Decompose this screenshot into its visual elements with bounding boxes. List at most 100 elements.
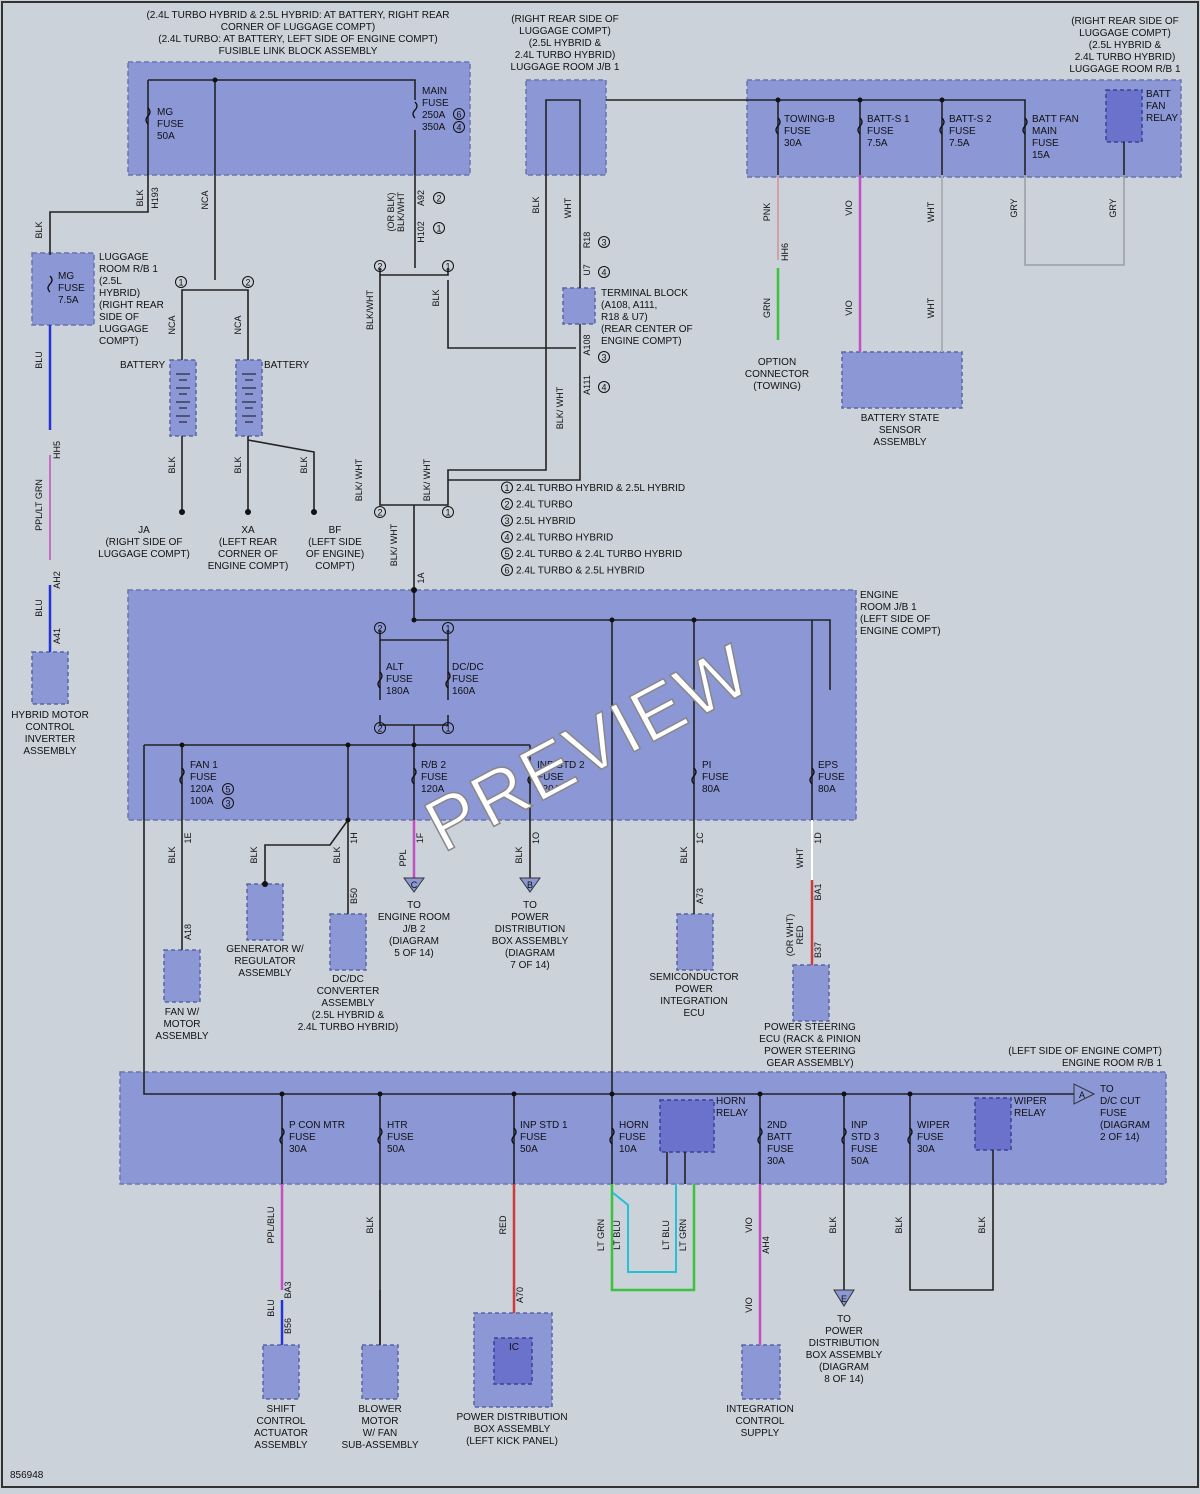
label-line: (LEFT SIDE OF ENGINE COMPT) xyxy=(1008,1046,1162,1057)
wire_labels-blk-wire-label: BLK xyxy=(365,1216,375,1233)
label-line: R/B 2 xyxy=(421,760,446,771)
label-line: FUSE xyxy=(387,1132,414,1143)
label-line: (2.5L HYBRID & xyxy=(529,38,602,49)
label-line: 180A xyxy=(386,686,410,697)
wire_labels-pnk-wire-label: PNK xyxy=(762,203,772,222)
label-line: BOX ASSEMBLY xyxy=(474,1424,551,1435)
label-line: (2.5L HYBRID & xyxy=(312,1010,385,1021)
variant-marker xyxy=(374,260,386,272)
label-line: SHIFT xyxy=(267,1404,296,1415)
connectors-ba3-wire-label: BA3 xyxy=(283,1281,293,1298)
ic-text: IC xyxy=(509,1342,519,1353)
label-line: ECU xyxy=(683,1008,704,1019)
legend-item: 2.5L HYBRID xyxy=(516,516,576,527)
label-line: BATT xyxy=(767,1132,792,1143)
connectors-d1-wire-label: 1D xyxy=(813,832,823,844)
label-line: 30A xyxy=(784,138,802,149)
variant-number: 3 xyxy=(225,799,230,809)
variant-number: 1 xyxy=(504,483,509,493)
label-line: D/C CUT xyxy=(1100,1096,1141,1107)
label-line: FUSE xyxy=(1100,1108,1127,1119)
label-line: 10A xyxy=(619,1144,637,1155)
connectors-a1-wire-label: 1A xyxy=(416,572,426,583)
wire_labels-blk-wire-label: BLK xyxy=(828,1216,838,1233)
off-page-arrows xyxy=(403,877,1096,1307)
wire_labels-ltblu-wire-label: LT BLU xyxy=(661,1220,671,1250)
variant-number: 5 xyxy=(504,549,509,559)
label-line: LUGGAGE xyxy=(99,324,149,335)
label-line: CONNECTOR xyxy=(745,369,809,380)
dcdc-converter xyxy=(329,913,367,971)
label-line: FAN xyxy=(1146,101,1165,112)
wire_labels-nca-wire-label: NCA xyxy=(167,315,177,334)
variant-number: 4 xyxy=(456,123,461,133)
label-line: POWER STEERING xyxy=(764,1046,856,1057)
label-line: RELAY xyxy=(1146,113,1178,124)
wire_labels-blk-wire-label: BLK xyxy=(332,846,342,863)
wire_labels-wht-wire-label: WHT xyxy=(926,297,936,318)
label-line: (2.4L TURBO: AT BATTERY, LEFT SIDE OF EN… xyxy=(158,34,438,45)
label-line: FUSE xyxy=(386,674,413,685)
label-line: WIPER xyxy=(917,1120,950,1131)
variant-number: 2 xyxy=(504,500,509,510)
label-line: FAN 1 xyxy=(190,760,218,771)
variant-marker xyxy=(501,547,513,560)
label-line: ASSEMBLY xyxy=(254,1440,307,1451)
label-line: HTR xyxy=(387,1120,408,1131)
label-line: POWER xyxy=(825,1326,863,1337)
connectors-u7-wire-label: U7 xyxy=(582,264,592,276)
label-line: 250A xyxy=(422,110,446,121)
label-line: 2ND xyxy=(767,1120,787,1131)
wire_labels-red-wire-label: RED xyxy=(498,1215,508,1235)
label-line: HORN xyxy=(619,1120,648,1131)
blower-motor xyxy=(361,1344,399,1400)
label-line: BATT-S 1 xyxy=(867,114,910,125)
connectors-a73-wire-label: A73 xyxy=(695,888,705,904)
wire_labels-blu-wire-label: BLU xyxy=(34,599,44,617)
label-line: COMPT) xyxy=(315,561,354,572)
fusible-link-block-title: (2.4L TURBO HYBRID & 2.5L HYBRID: AT BAT… xyxy=(146,10,449,57)
label-line: 50A xyxy=(157,131,175,142)
label-line: OF ENGINE) xyxy=(306,549,364,560)
label-line: DISTRIBUTION xyxy=(495,924,566,935)
label-line: MAIN xyxy=(1032,126,1057,137)
label-line: ECU (RACK & PINION xyxy=(759,1034,861,1045)
label-line: INTEGRATION xyxy=(726,1404,794,1415)
wire_labels-blk-wire-label: BLK xyxy=(167,846,177,863)
label-line: 120A xyxy=(537,784,561,795)
connectors-hh5-wire-label: HH5 xyxy=(52,441,62,459)
label-line: BF xyxy=(329,525,342,536)
wire_labels-nca-wire-label: NCA xyxy=(200,190,210,209)
label-line: 30A xyxy=(767,1156,785,1167)
legend-item: 2.4L TURBO & 2.4L TURBO HYBRID xyxy=(516,549,682,560)
label-line: BATTERY STATE xyxy=(861,413,940,424)
variant-number: 2 xyxy=(436,194,441,204)
label-line: (REAR CENTER OF xyxy=(601,324,693,335)
connectors-h102-wire-label: H102 xyxy=(416,221,426,243)
wire_labels-blk-wire-label: BLK xyxy=(894,1216,904,1233)
wire_labels-nca-wire-label: NCA xyxy=(233,315,243,334)
wire_labels-blk-wire-label: BLK xyxy=(135,189,145,206)
wire_labels-wht-wire-label: WHT xyxy=(926,201,936,222)
generator-regulator xyxy=(246,883,284,941)
label-line: COMPT) xyxy=(99,336,138,347)
label-line: POWER xyxy=(511,912,549,923)
wire_labels-vio-wire-label: VIO xyxy=(844,300,854,316)
label-line: POWER xyxy=(675,984,713,995)
hybrid-motor-control-inverter xyxy=(31,651,69,705)
connectors-a92-wire-label: A92 xyxy=(416,190,426,206)
label-line: CONTROL xyxy=(257,1416,306,1427)
battery-state-sensor xyxy=(841,351,963,409)
label-line: (RIGHT REAR xyxy=(99,300,164,311)
variant-marker xyxy=(175,276,187,288)
label-line: OPTION xyxy=(758,357,796,368)
label-line: HYBRID) xyxy=(99,288,140,299)
